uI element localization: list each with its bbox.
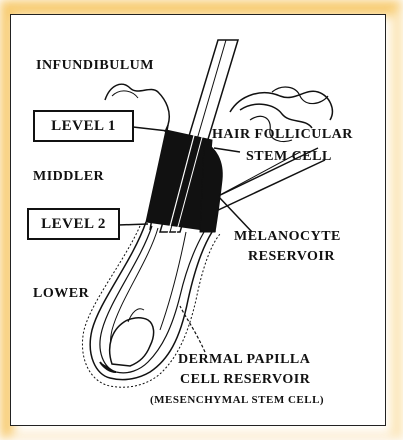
label-stem-cell: STEM CELL <box>246 149 332 164</box>
label-reservoir: RESERVOIR <box>248 249 335 264</box>
stem-cell-region <box>199 141 223 233</box>
box-level-2: LEVEL 2 <box>27 208 120 240</box>
dermal-papilla <box>108 317 155 367</box>
leader-melanocyte <box>217 195 253 233</box>
label-cell-reservoir: CELL RESERVOIR <box>180 372 311 387</box>
label-infundibulum: INFUNDIBULUM <box>36 58 154 73</box>
lower-follicle-outer <box>89 221 213 381</box>
label-dermal-papilla: DERMAL PAPILLA <box>178 352 311 367</box>
label-hair-follicular: HAIR FOLLICULAR <box>212 127 353 142</box>
leader-stem-cell <box>213 147 241 153</box>
skin-wave-left <box>104 83 170 133</box>
leader-dermal <box>179 305 206 353</box>
label-mesenchymal: (MESENCHYMAL STEM CELL) <box>150 394 325 406</box>
label-middler: MIDDLER <box>33 169 105 184</box>
leader-level2 <box>117 223 149 226</box>
label-melanocyte: MELANOCYTE <box>234 229 341 244</box>
leader-level1 <box>132 126 169 132</box>
box-level-1: LEVEL 1 <box>33 110 134 142</box>
skin-wave-right <box>229 90 334 121</box>
label-lower: LOWER <box>33 286 90 301</box>
